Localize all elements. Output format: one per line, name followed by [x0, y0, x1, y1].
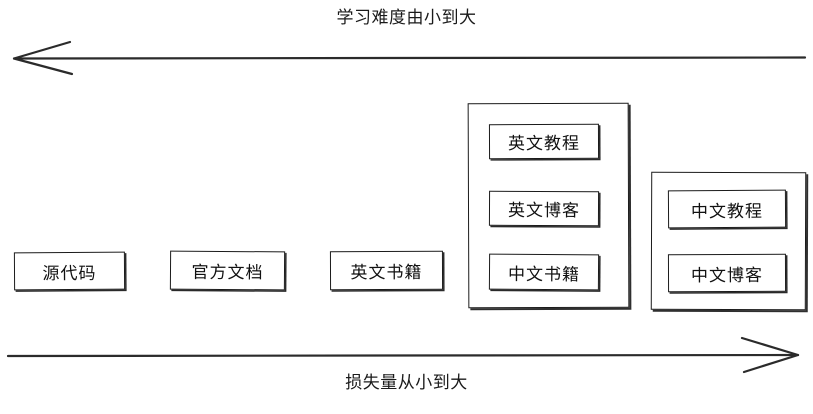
node-label: 英文教程	[507, 133, 581, 155]
bottom-axis-label: 损失量从小到大	[345, 373, 468, 393]
node-label: 英文博客	[507, 200, 581, 222]
node-label: 英文书籍	[350, 262, 423, 284]
node-label: 官方文档	[191, 262, 264, 284]
node-label: 源代码	[42, 263, 97, 284]
node-chinese-blog[interactable]: 中文博客	[667, 253, 787, 293]
node-label: 中文教程	[690, 201, 764, 222]
node-label: 中文书籍	[507, 264, 581, 285]
node-english-tutorial[interactable]: 英文教程	[488, 123, 600, 160]
top-axis-arrow	[12, 40, 807, 76]
node-chinese-tutorial[interactable]: 中文教程	[667, 189, 787, 229]
node-label: 中文博客	[690, 265, 764, 286]
node-chinese-books[interactable]: 中文书籍	[488, 253, 600, 291]
node-source-code[interactable]: 源代码	[13, 251, 126, 291]
node-official-docs[interactable]: 官方文档	[169, 250, 286, 291]
top-axis-label: 学习难度由小到大	[336, 8, 477, 28]
node-english-blog[interactable]: 英文博客	[488, 190, 600, 227]
bottom-axis-arrow	[6, 336, 800, 374]
node-english-books[interactable]: 英文书籍	[329, 250, 444, 291]
